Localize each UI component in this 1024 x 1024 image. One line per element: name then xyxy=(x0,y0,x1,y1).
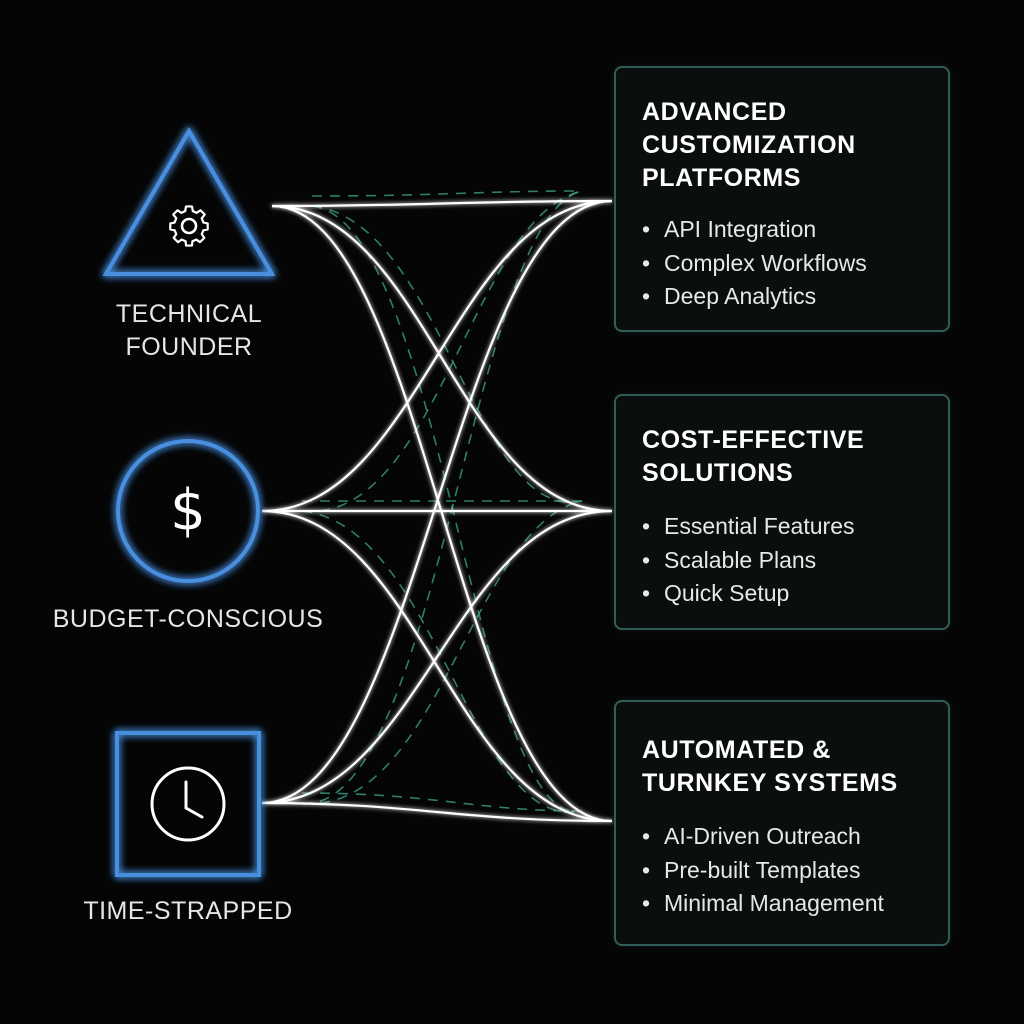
connector-line-1-to-2 xyxy=(271,204,613,513)
solid-connector-group xyxy=(261,199,613,823)
title-line: COST-EFFECTIVE xyxy=(642,426,865,454)
clock-icon xyxy=(150,766,226,842)
solution-card-title: ADVANCED CUSTOMIZATION PLATFORMS xyxy=(642,96,948,195)
persona-label-line: TECHNICAL xyxy=(115,300,263,328)
dashed-connector-group xyxy=(301,190,583,814)
feature-list: •AI-Driven Outreach •Pre-built Templates… xyxy=(642,820,948,921)
connector-line-2-to-3 xyxy=(261,509,613,823)
connector-line-2-to-1 xyxy=(261,199,613,513)
connector-line-1-to-3 xyxy=(271,204,613,823)
dashed-connector-1-to-3 xyxy=(311,205,583,813)
feature-list: •API Integration •Complex Workflows •Dee… xyxy=(642,213,948,314)
solution-card-title: AUTOMATED & TURNKEY SYSTEMS xyxy=(642,734,948,800)
persona-label-time-strapped: TIME-STRAPPED xyxy=(68,895,308,928)
connector-line-3-to-2 xyxy=(261,509,613,805)
connector-line-3-to-1 xyxy=(261,199,613,805)
dashed-connector-1-to-1 xyxy=(311,190,583,197)
solution-card-cost-effective: COST-EFFECTIVE SOLUTIONS •Essential Feat… xyxy=(614,394,950,630)
title-line: AUTOMATED & xyxy=(642,736,831,764)
feature-item: •Complex Workflows xyxy=(642,249,867,276)
dashed-connector-2-to-3 xyxy=(301,510,583,814)
feature-item: •Deep Analytics xyxy=(642,283,817,309)
solution-card-advanced-customization: ADVANCED CUSTOMIZATION PLATFORMS •API In… xyxy=(614,66,950,332)
budget-conscious-shape xyxy=(116,439,260,583)
title-line: TURNKEY SYSTEMS xyxy=(642,769,898,797)
triangle-shape xyxy=(102,127,276,276)
solution-card-automated-turnkey: AUTOMATED & TURNKEY SYSTEMS •AI-Driven O… xyxy=(614,700,950,946)
feature-item: •Minimal Management xyxy=(642,890,884,916)
persona-label-budget-conscious: BUDGET-CONSCIOUS xyxy=(38,603,338,636)
solution-card-title: COST-EFFECTIVE SOLUTIONS xyxy=(642,424,948,490)
feature-item: •AI-Driven Outreach xyxy=(642,823,861,849)
feature-item: •Pre-built Templates xyxy=(642,856,861,883)
title-line: PLATFORMS xyxy=(642,164,802,192)
persona-label-line: TIME-STRAPPED xyxy=(83,897,293,925)
time-strapped-shape xyxy=(115,731,261,877)
title-line: SOLUTIONS xyxy=(642,459,794,487)
dashed-connector-2-to-1 xyxy=(301,190,583,512)
dashed-connector-3-to-3 xyxy=(301,792,583,812)
title-line: ADVANCED xyxy=(642,98,787,126)
persona-label-technical-founder: TECHNICAL FOUNDER xyxy=(89,298,289,364)
dashed-connector-1-to-2 xyxy=(311,205,583,504)
gear-icon xyxy=(169,205,209,247)
dashed-connector-3-to-2 xyxy=(301,500,583,804)
feature-item: •Essential Features xyxy=(642,513,855,539)
circle-shape xyxy=(116,439,260,583)
dollar-sign-icon: $ xyxy=(170,478,206,543)
connector-line-1-to-1 xyxy=(271,199,613,208)
square-shape xyxy=(115,731,261,877)
dashed-connector-3-to-1 xyxy=(301,190,583,804)
persona-label-line: FOUNDER xyxy=(125,333,253,361)
feature-item: •Scalable Plans xyxy=(642,546,817,573)
title-line: CUSTOMIZATION xyxy=(642,131,856,159)
feature-list: •Essential Features •Scalable Plans •Qui… xyxy=(642,510,948,611)
connector-line-3-to-3 xyxy=(261,801,613,823)
feature-item: •Quick Setup xyxy=(642,580,790,606)
feature-item: •API Integration xyxy=(642,216,817,242)
persona-label-line: BUDGET-CONSCIOUS xyxy=(52,605,324,633)
technical-founder-shape xyxy=(102,127,276,276)
